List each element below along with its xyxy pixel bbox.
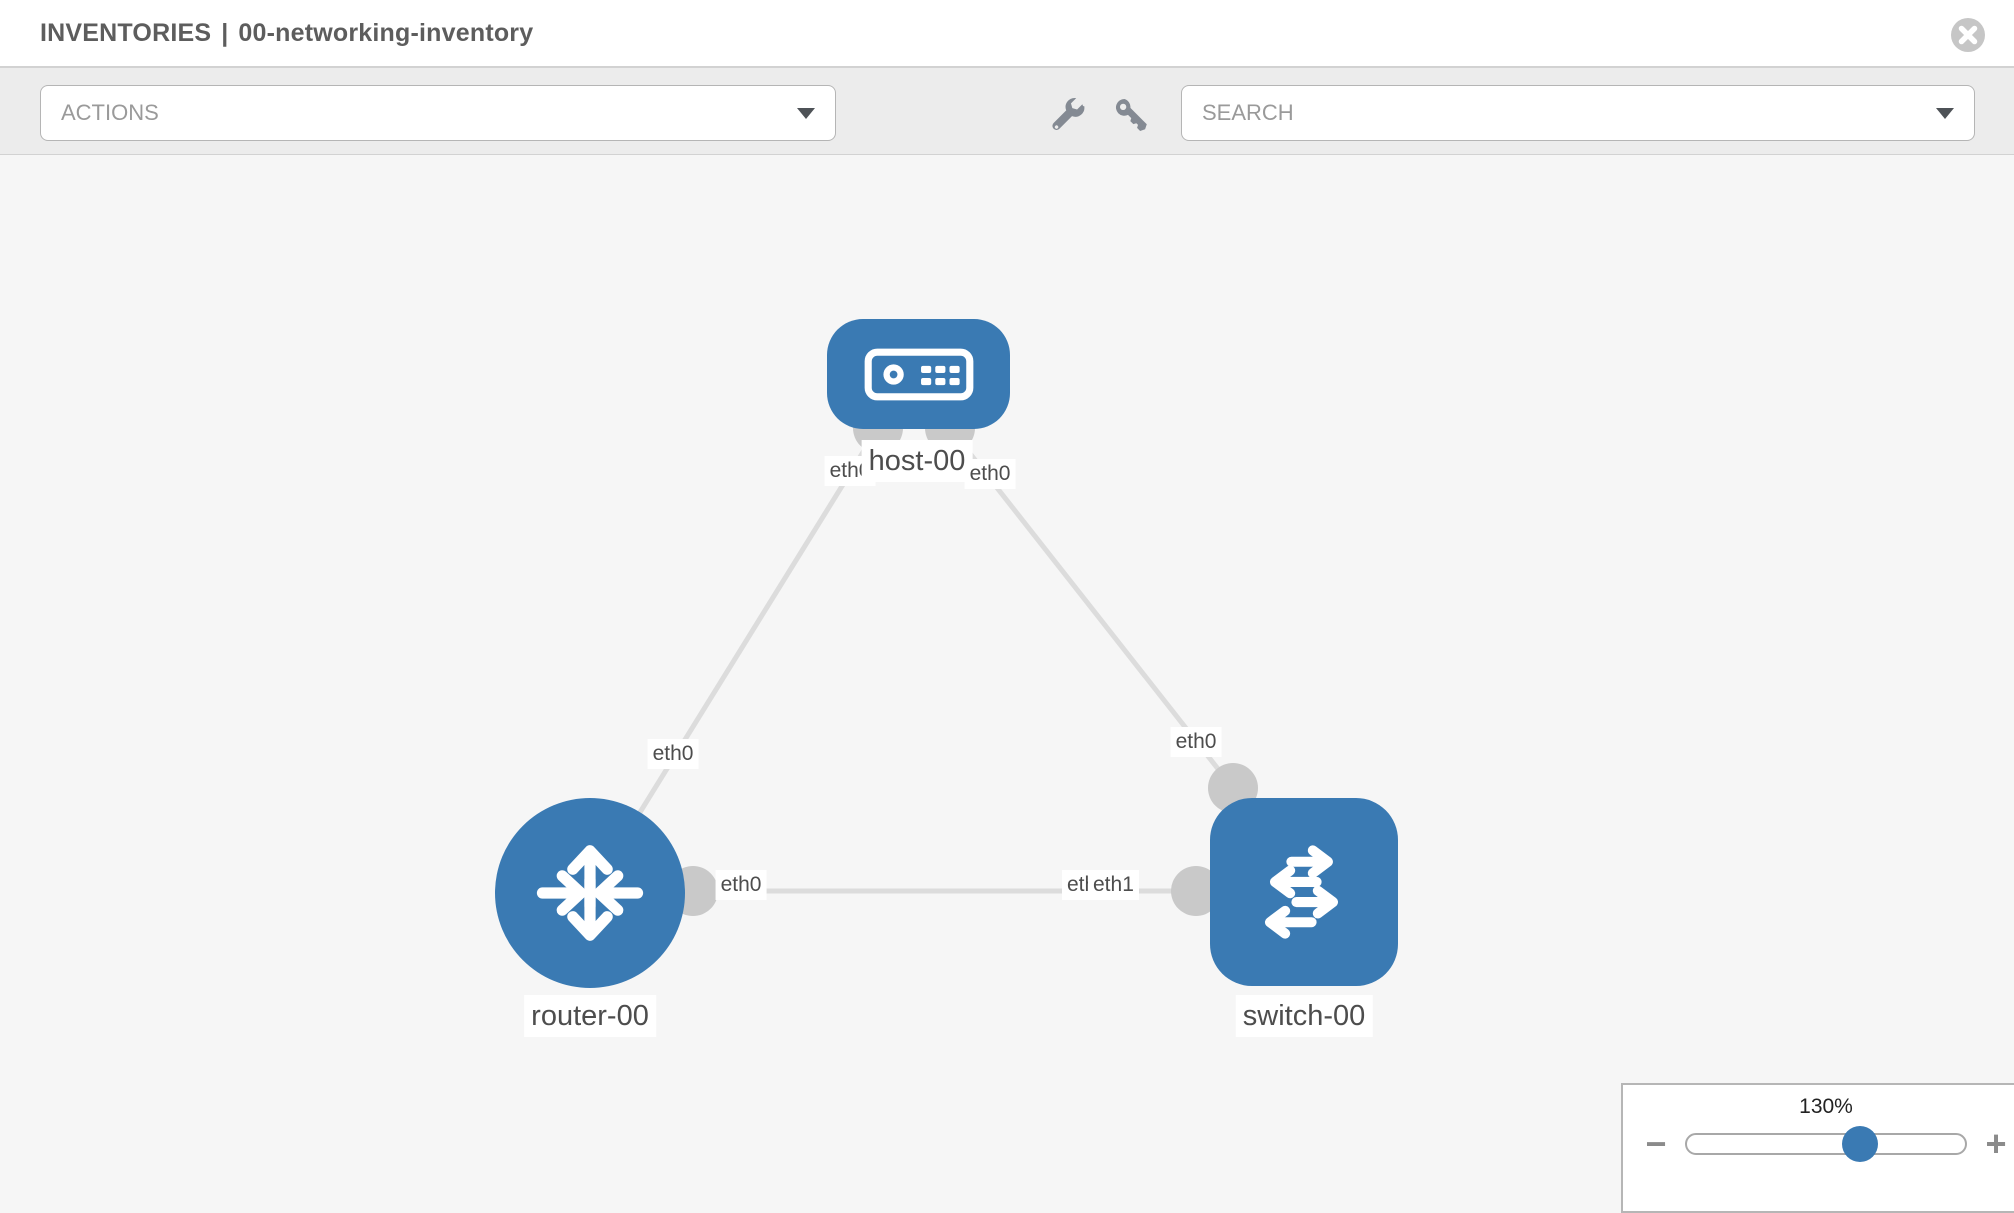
- chevron-down-icon: [797, 107, 815, 119]
- toolbar: ACTIONS SEARCH: [0, 68, 2014, 155]
- zoom-slider-handle[interactable]: [1842, 1126, 1878, 1162]
- actions-dropdown[interactable]: ACTIONS: [40, 85, 836, 141]
- actions-dropdown-label: ACTIONS: [61, 100, 159, 125]
- breadcrumb-section: INVENTORIES: [40, 18, 212, 47]
- router-icon: [536, 845, 644, 941]
- host-icon: [864, 348, 973, 400]
- node-label-switch: switch-00: [1235, 995, 1373, 1038]
- titlebar: INVENTORIES | 00-networking-inventory: [0, 0, 2014, 68]
- zoom-level: 130%: [1799, 1095, 1853, 1118]
- chevron-down-icon: [1936, 107, 1954, 119]
- zoom-slider-track[interactable]: [1685, 1126, 1967, 1162]
- interface-label-switch-eth0-hidden: eth0: [1062, 870, 1092, 901]
- interface-label-router-eth0: eth0: [715, 870, 767, 901]
- interface-label-host-router-link: eth0: [647, 739, 699, 770]
- key-icon: [1115, 98, 1147, 131]
- zoom-panel: 130% − +: [1621, 1083, 2014, 1213]
- breadcrumb-item: 00-networking-inventory: [238, 18, 534, 47]
- node-switch-00[interactable]: [1210, 798, 1398, 986]
- close-button[interactable]: [1950, 17, 1986, 53]
- close-icon: [1951, 18, 1985, 52]
- interface-label-host-switch-link: eth0: [1170, 727, 1222, 758]
- breadcrumb-separator: |: [221, 18, 229, 47]
- interface-label-switch-eth1: eth1: [1088, 870, 1139, 901]
- wrench-icon: [1052, 97, 1085, 130]
- zoom-in-button[interactable]: +: [1979, 1126, 2013, 1162]
- zoom-slider-row: − +: [1623, 1126, 2014, 1162]
- page-title: INVENTORIES | 00-networking-inventory: [40, 0, 533, 66]
- credentials-button[interactable]: [1110, 96, 1154, 136]
- search-dropdown-label: SEARCH: [1202, 100, 1294, 125]
- interface-label-host-right: eth0: [964, 459, 1016, 490]
- links-layer: [587, 426, 1235, 895]
- node-label-router: router-00: [524, 995, 656, 1038]
- zoom-out-button[interactable]: −: [1639, 1126, 1673, 1162]
- search-dropdown[interactable]: SEARCH: [1181, 85, 1975, 141]
- node-host-00[interactable]: [827, 319, 1010, 429]
- configure-button[interactable]: [1046, 96, 1090, 136]
- node-label-host: host-00: [861, 440, 973, 483]
- node-router-00[interactable]: [495, 798, 685, 988]
- topology-canvas[interactable]: eth0 host-00 eth0 eth0 eth0 eth0 eth0 et…: [0, 156, 2014, 1200]
- switch-icon: [1264, 845, 1339, 939]
